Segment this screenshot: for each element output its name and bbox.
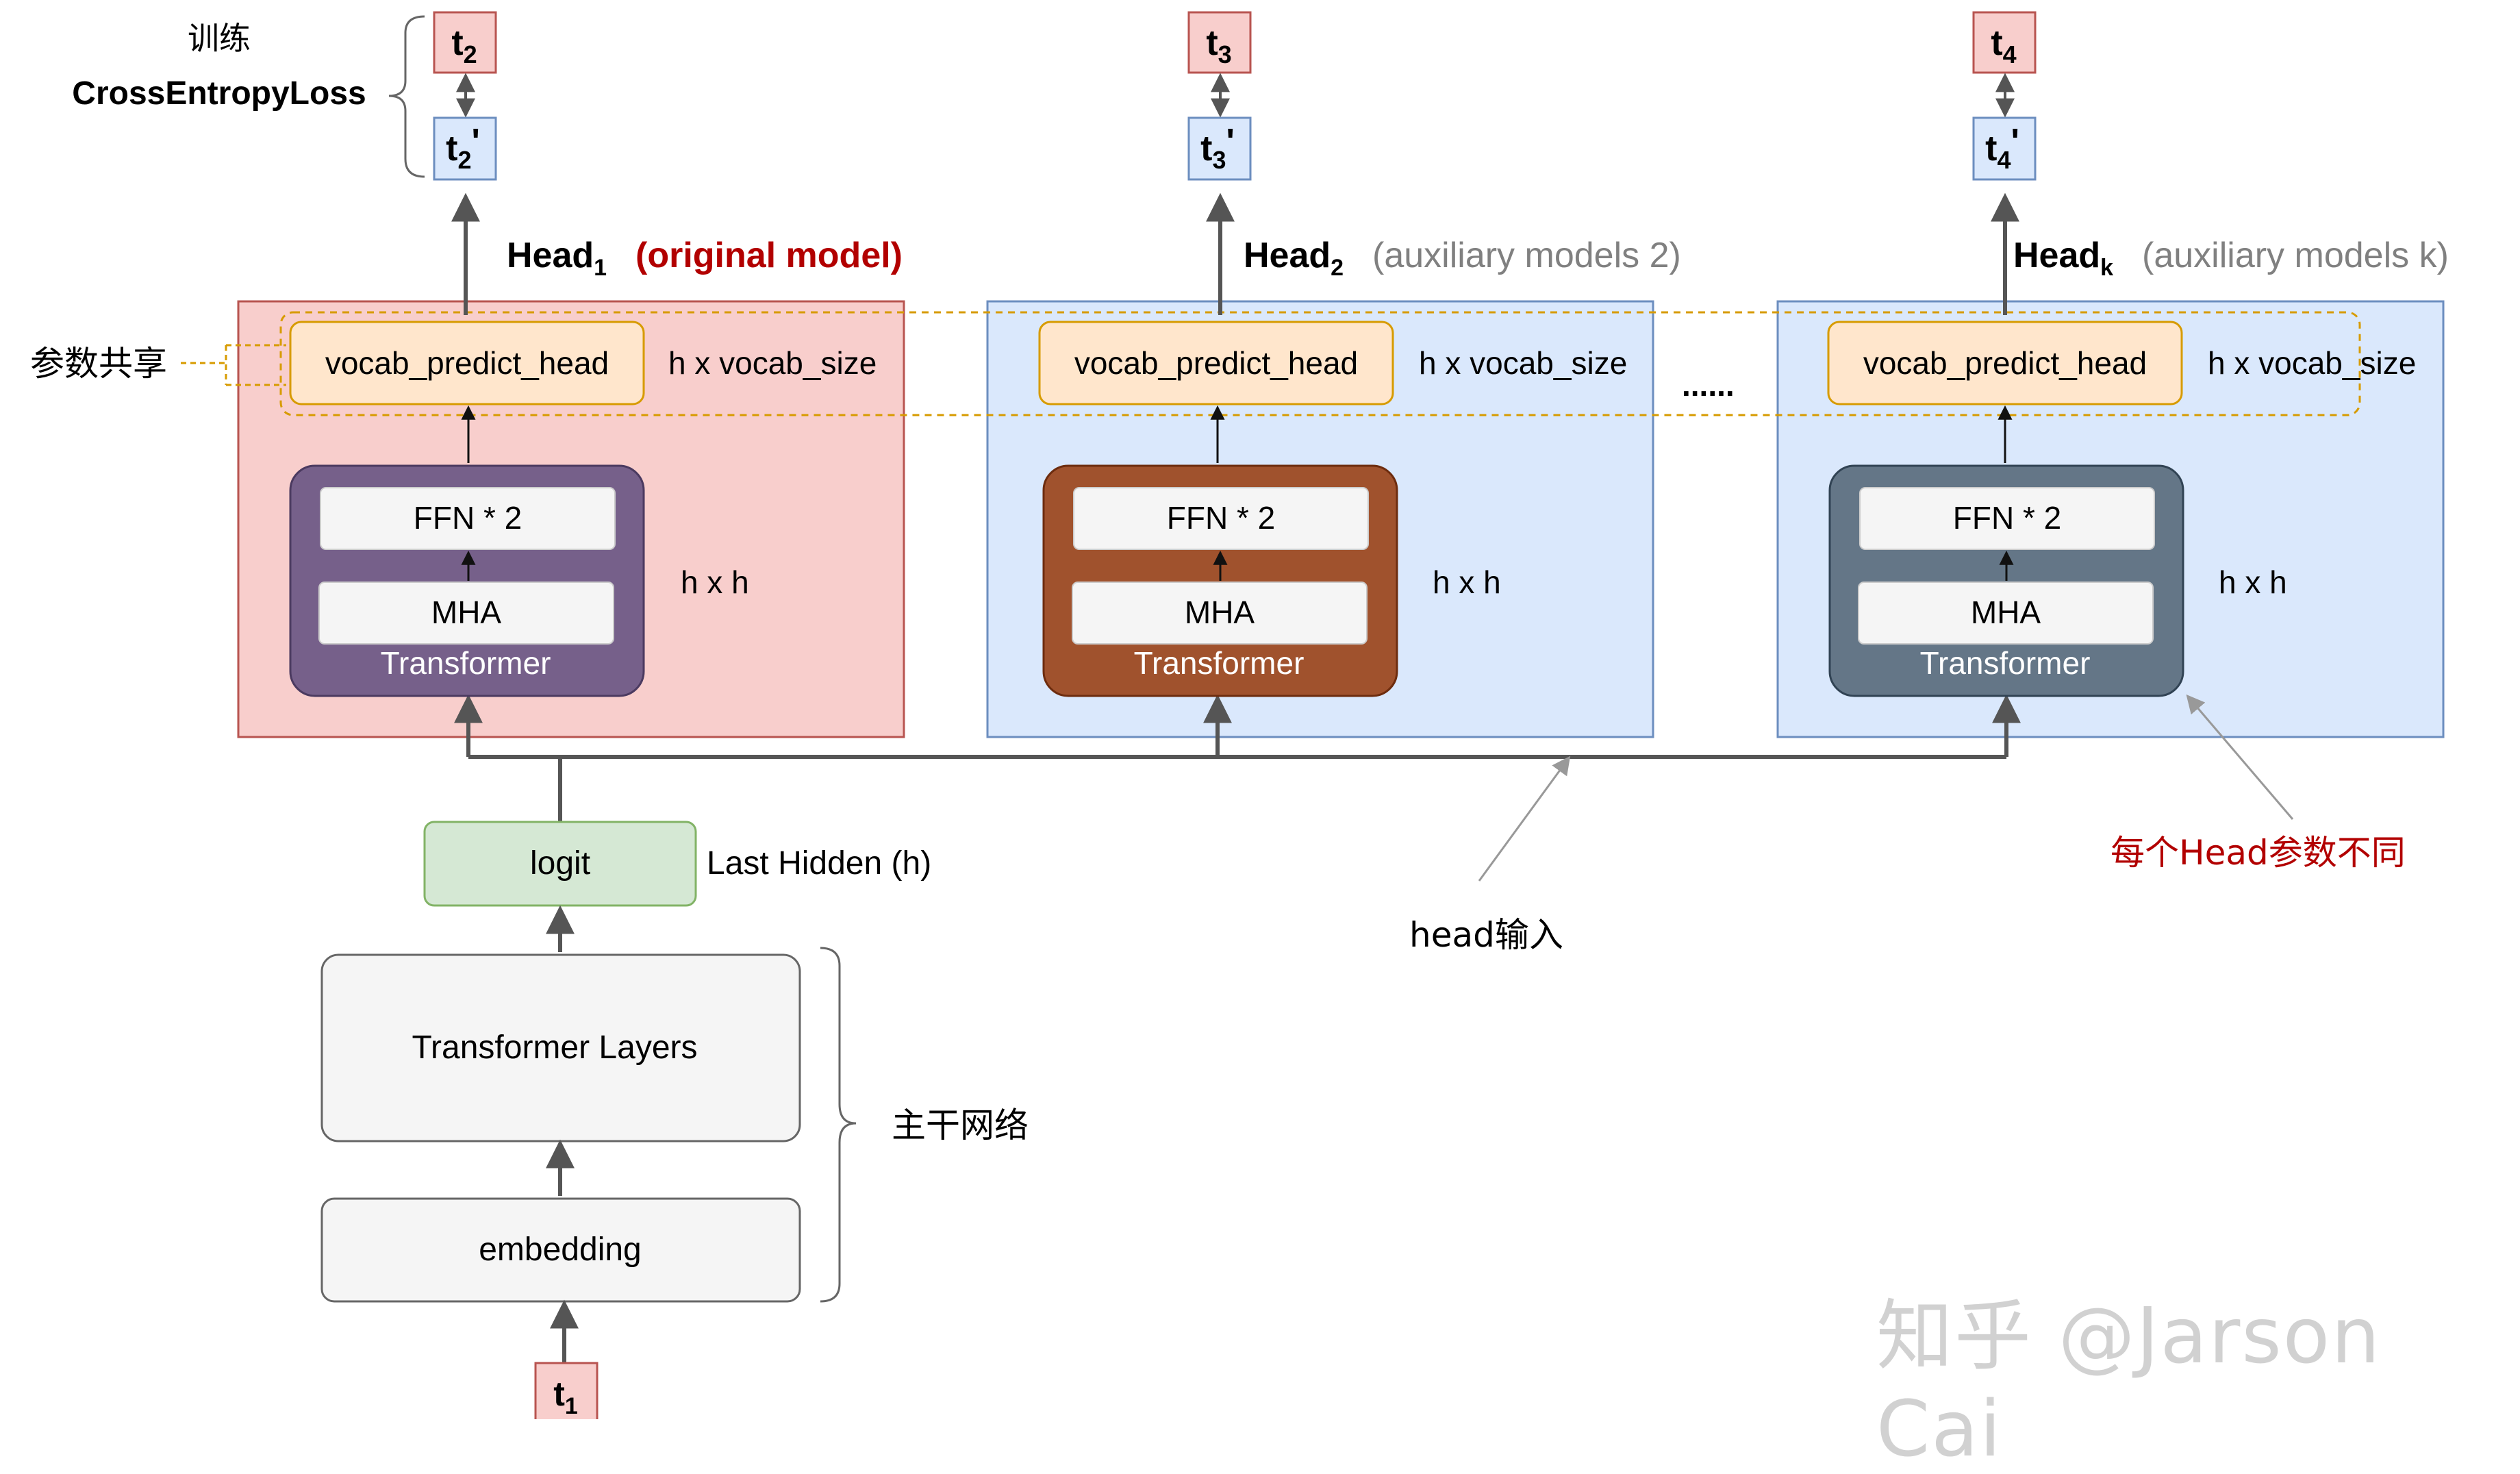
svg-text:MHA: MHA — [1971, 595, 2041, 630]
svg-text:t3: t3 — [1206, 23, 1231, 68]
headk-target-box — [1972, 11, 2037, 74]
param-sharing-connector — [181, 344, 286, 386]
svg-text:FFN * 2: FFN * 2 — [1953, 500, 2061, 536]
svg-text:Transformer: Transformer — [1134, 645, 1305, 681]
training-label: 训练 — [188, 20, 251, 57]
headk-dims: h x h — [2219, 564, 2287, 600]
transformer-layers-box: Transformer Layers — [320, 953, 801, 1142]
headk-prediction-box — [1972, 116, 2037, 181]
head1-prediction-box — [433, 116, 497, 181]
svg-text:t2: t2 — [451, 23, 477, 68]
logit-box: logit — [423, 821, 697, 907]
head-input-pointer — [1478, 755, 1571, 882]
svg-text:t2': t2' — [446, 122, 480, 174]
head1-vocab-size: h x vocab_size — [668, 345, 877, 381]
svg-text:FFN * 2: FFN * 2 — [1167, 500, 1275, 536]
loss-brace — [388, 15, 425, 178]
headk-desc: (auxiliary models k) — [2142, 236, 2449, 275]
head2-ffn — [1073, 487, 1369, 550]
heads-ellipsis: ...... — [1682, 367, 1735, 403]
headk-ffn — [1859, 487, 2155, 550]
svg-text:Head1: Head1 — [507, 236, 607, 281]
headk-vocab-head — [1827, 321, 2183, 405]
head1-target-box — [433, 11, 497, 74]
param-sharing-label: 参数共享 — [30, 344, 167, 384]
svg-text:MHA: MHA — [431, 595, 502, 630]
svg-text:t3': t3' — [1200, 122, 1235, 174]
svg-text:t4': t4' — [1985, 122, 2019, 174]
head2-desc: (auxiliary models 2) — [1372, 236, 1681, 275]
headk-mha — [1858, 582, 2154, 645]
headk-vocab-size: h x vocab_size — [2208, 345, 2416, 381]
shared-params-dashed-box — [279, 311, 2361, 416]
input-token-t1: t1 — [534, 1362, 598, 1419]
different-params-label: 每个Head参数不同 — [2110, 833, 2406, 873]
head1-dims: h x h — [681, 564, 749, 600]
svg-text:Headk: Headk — [2013, 236, 2113, 281]
backbone-label: 主干网络 — [892, 1106, 1029, 1145]
different-params-pointer — [2186, 694, 2294, 820]
svg-text:vocab_predict_head: vocab_predict_head — [1863, 345, 2147, 381]
head1-ffn — [320, 487, 616, 550]
head1-mha — [318, 582, 614, 645]
head2-prediction-box — [1187, 116, 1252, 181]
head2-vocab-head — [1038, 321, 1394, 405]
logit-label: logit — [530, 845, 590, 882]
head2-mha — [1072, 582, 1368, 645]
svg-text:t1: t1 — [553, 1375, 578, 1419]
zhihu-watermark: 知乎 @Jarson Cai — [1876, 1292, 2382, 1474]
backbone-brace — [820, 947, 857, 1303]
svg-text:Transformer: Transformer — [1920, 645, 2091, 681]
head2-group: t3 t3' Head2 (auxiliary models 2) vocab_… — [1038, 11, 1681, 697]
svg-text:Transformer: Transformer — [381, 645, 551, 681]
head1-vocab-head — [289, 321, 645, 405]
loss-label: CrossEntropyLoss — [72, 75, 366, 112]
embedding-label: embedding — [479, 1232, 642, 1268]
head2-vocab-size: h x vocab_size — [1419, 345, 1627, 381]
svg-text:MHA: MHA — [1185, 595, 1255, 630]
head2-target-box — [1187, 11, 1252, 74]
svg-text:Head2: Head2 — [1244, 236, 1344, 281]
head-input-label: head输入 — [1409, 915, 1563, 955]
svg-text:vocab_predict_head: vocab_predict_head — [1074, 345, 1358, 381]
head1-desc: (original model) — [635, 236, 903, 275]
transformer-layers-label: Transformer Layers — [412, 1029, 698, 1066]
head2-dims: h x h — [1433, 564, 1501, 600]
multi-token-prediction-diagram: logit Last Hidden (h) Transformer Layers… — [30, 11, 2449, 1419]
svg-text:FFN * 2: FFN * 2 — [414, 500, 522, 536]
svg-text:vocab_predict_head: vocab_predict_head — [325, 345, 609, 381]
head-input-bus — [454, 694, 2021, 822]
svg-text:t4: t4 — [1991, 23, 2016, 68]
headk-group: t4 t4' Headk (auxiliary models k) vocab_… — [1827, 11, 2449, 697]
last-hidden-label: Last Hidden (h) — [707, 845, 931, 882]
embedding-box: embedding — [320, 1197, 801, 1303]
head1-group: t2 t2' Head1 (original model) vocab_pred… — [289, 11, 903, 697]
